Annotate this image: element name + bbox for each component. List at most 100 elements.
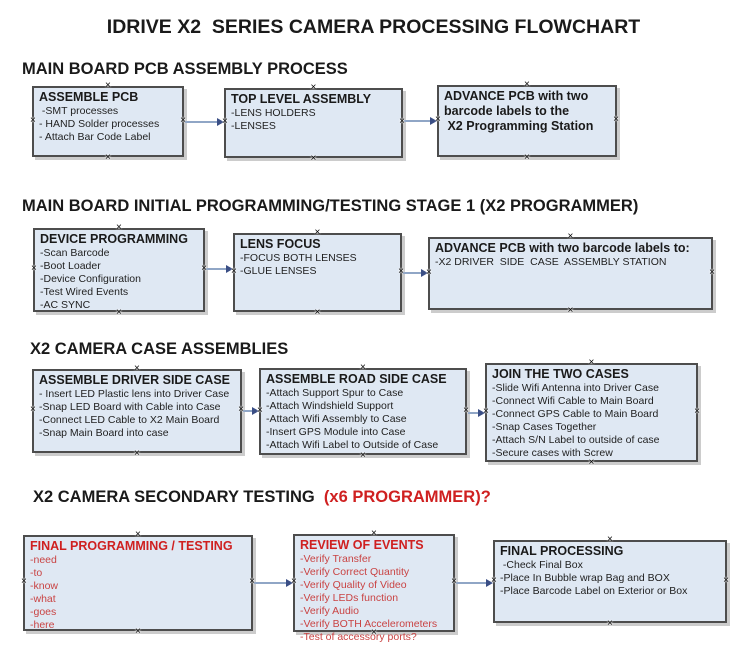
connector-handle-icon: × (607, 534, 613, 545)
flow-box-title: DEVICE PROGRAMMING (40, 232, 188, 246)
flow-box-item: -Verify Correct Quantity (300, 566, 410, 578)
flow-box-item: -Attach Wifi Label to Outside of Case (266, 439, 439, 451)
flow-box-item: -to (30, 567, 43, 579)
flow-box-item: -need (30, 554, 57, 566)
connector-handle-icon: × (524, 152, 530, 163)
flow-box[interactable]: × × × × ADVANCE PCB with two barcode lab… (435, 80, 619, 163)
flow-box[interactable]: × × × × ADVANCE PCB with two barcode lab… (426, 232, 715, 316)
connector-handle-icon: × (613, 114, 619, 125)
flow-arrow (403, 117, 437, 125)
flow-box-items: - Insert LED Plastic lens into Driver Ca… (39, 388, 236, 440)
connector-handle-icon: × (723, 574, 729, 586)
flow-box-items: -Check Final Box-Place In Bubble wrap Ba… (500, 559, 721, 598)
flow-box-title: JOIN THE TWO CASES (492, 367, 629, 381)
flow-box-item: -Attach Support Spur to Case (266, 387, 404, 399)
connector-handle-icon: × (371, 528, 377, 539)
flow-arrow (253, 579, 293, 587)
flow-box-item: -Snap LED Board with Cable into Case (39, 401, 221, 413)
arrow-line (468, 412, 480, 414)
flow-box-item: -Snap Main Board into case (39, 427, 169, 439)
flow-box-item: -Verify Audio (300, 605, 359, 617)
connector-handle-icon: × (694, 405, 700, 417)
flow-box-title: ASSEMBLE ROAD SIDE CASE (266, 372, 447, 386)
flow-box[interactable]: × × × × TOP LEVEL ASSEMBLY -LENS HOLDERS… (222, 83, 405, 164)
arrow-head-icon (286, 579, 293, 587)
connector-handle-icon: × (709, 266, 715, 278)
connector-handle-icon: × (607, 618, 613, 629)
arrow-line (243, 410, 254, 412)
flow-box-title: ASSEMBLE PCB (39, 90, 139, 104)
section-header-text: MAIN BOARD PCB ASSEMBLY PROCESS (22, 60, 348, 78)
connector-handle-icon: × (31, 263, 37, 274)
connector-handle-icon: × (588, 357, 595, 368)
flow-box-item: -Attach S/N Label to outside of case (492, 434, 660, 446)
flow-box-items: -FOCUS BOTH LENSES-GLUE LENSES (240, 252, 396, 278)
connector-handle-icon: × (588, 457, 595, 468)
flow-box[interactable]: × × × × ASSEMBLE PCB -SMT processes- HAN… (30, 81, 186, 163)
flow-box[interactable]: × × × × ASSEMBLE DRIVER SIDE CASE - Inse… (30, 364, 244, 459)
arrow-line (254, 582, 288, 584)
arrow-line (404, 120, 432, 122)
flow-box-item: -Place Barcode Label on Exterior or Box (500, 585, 688, 597)
arrow-head-icon (226, 265, 233, 273)
flow-box-item: -GLUE LENSES (240, 265, 317, 277)
flow-box-item: -Test Wired Events (40, 286, 129, 298)
connector-handle-icon: × (135, 529, 141, 540)
flow-box-item: -Insert GPS Module into Case (266, 426, 406, 438)
arrow-line (456, 582, 488, 584)
flow-box-item: -Slide Wifi Antenna into Driver Case (492, 382, 659, 394)
flow-box-items: -Attach Support Spur to Case-Attach Wind… (266, 387, 461, 452)
flow-box-item: -goes (30, 606, 57, 618)
section-header: X2 CAMERA CASE ASSEMBLIES (30, 340, 288, 359)
flow-box-title: FINAL PROCESSING (500, 544, 624, 558)
flow-box[interactable]: × × × × FINAL PROCESSING -Check Final Bo… (491, 535, 729, 629)
flow-box-item: -Connect GPS Cable to Main Board (492, 408, 659, 420)
flow-box-item: -Verify LEDs function (300, 592, 399, 604)
flow-box-title: TOP LEVEL ASSEMBLY (231, 92, 372, 106)
connector-handle-icon: × (105, 80, 111, 91)
flow-box-item: -know (30, 580, 59, 592)
flow-box-item: -Snap Cases Together (492, 421, 597, 433)
flow-box-item: -Verify BOTH Accelerometers (300, 618, 438, 630)
flow-box-title: REVIEW OF EVENTS (300, 538, 424, 552)
flow-arrow (242, 407, 259, 415)
section-header-accent: (x6 PROGRAMMER)? (314, 488, 491, 506)
flow-box[interactable]: × × × × REVIEW OF EVENTS -Verify Transfe… (291, 529, 457, 644)
flow-box-item: -Check Final Box (500, 559, 583, 571)
flow-box-item: - Attach Bar Code Label (39, 131, 151, 143)
flow-box-title: LENS FOCUS (240, 237, 321, 251)
flow-box-items: -LENS HOLDERS-LENSES (231, 107, 397, 133)
flow-box-item: -Attach Windshield Support (266, 400, 394, 412)
connector-handle-icon: × (105, 152, 111, 163)
connector-handle-icon: × (21, 576, 27, 587)
arrow-head-icon (252, 407, 259, 415)
flow-box-item: -Test of accessory ports? (300, 631, 417, 643)
flow-box[interactable]: × × × × ASSEMBLE ROAD SIDE CASE -Attach … (257, 363, 469, 461)
flow-box-title: ADVANCE PCB with two barcode labels to: (435, 241, 690, 255)
flow-box-items: -need-to-know-what-goes-here (30, 554, 247, 632)
flow-arrow (455, 579, 493, 587)
flow-box[interactable]: × × × × JOIN THE TWO CASES -Slide Wifi A… (483, 358, 700, 468)
arrow-head-icon (217, 118, 224, 126)
section-header: X2 CAMERA SECONDARY TESTING (x6 PROGRAMM… (33, 488, 491, 507)
connector-handle-icon: × (360, 362, 366, 373)
flow-box-items: -Scan Barcode-Boot Loader-Device Configu… (40, 247, 199, 312)
connector-handle-icon: × (567, 305, 574, 316)
flow-box-items: -Verify Transfer-Verify Correct Quantity… (300, 553, 449, 644)
connector-handle-icon: × (134, 363, 140, 374)
flow-box[interactable]: × × × × DEVICE PROGRAMMING -Scan Barcode… (31, 223, 207, 318)
arrow-head-icon (486, 579, 493, 587)
flow-arrow (205, 265, 233, 273)
flow-box-item: - Insert LED Plastic lens into Driver Ca… (39, 388, 230, 400)
flow-box-item: -AC SYNC (40, 299, 91, 311)
connector-handle-icon: × (134, 448, 140, 459)
flow-box[interactable]: × × × × LENS FOCUS -FOCUS BOTH LENSES-GL… (231, 228, 404, 318)
connector-handle-icon: × (30, 404, 36, 415)
connector-handle-icon: × (360, 450, 366, 461)
section-header-text: X2 CAMERA CASE ASSEMBLIES (30, 340, 289, 358)
section-header-text: X2 CAMERA SECONDARY TESTING (33, 488, 315, 506)
flow-box[interactable]: × × × × FINAL PROGRAMMING / TESTING -nee… (21, 530, 255, 637)
arrow-line (403, 272, 423, 274)
section-header: MAIN BOARD PCB ASSEMBLY PROCESS (22, 60, 348, 79)
flow-box-item: -what (30, 593, 56, 605)
